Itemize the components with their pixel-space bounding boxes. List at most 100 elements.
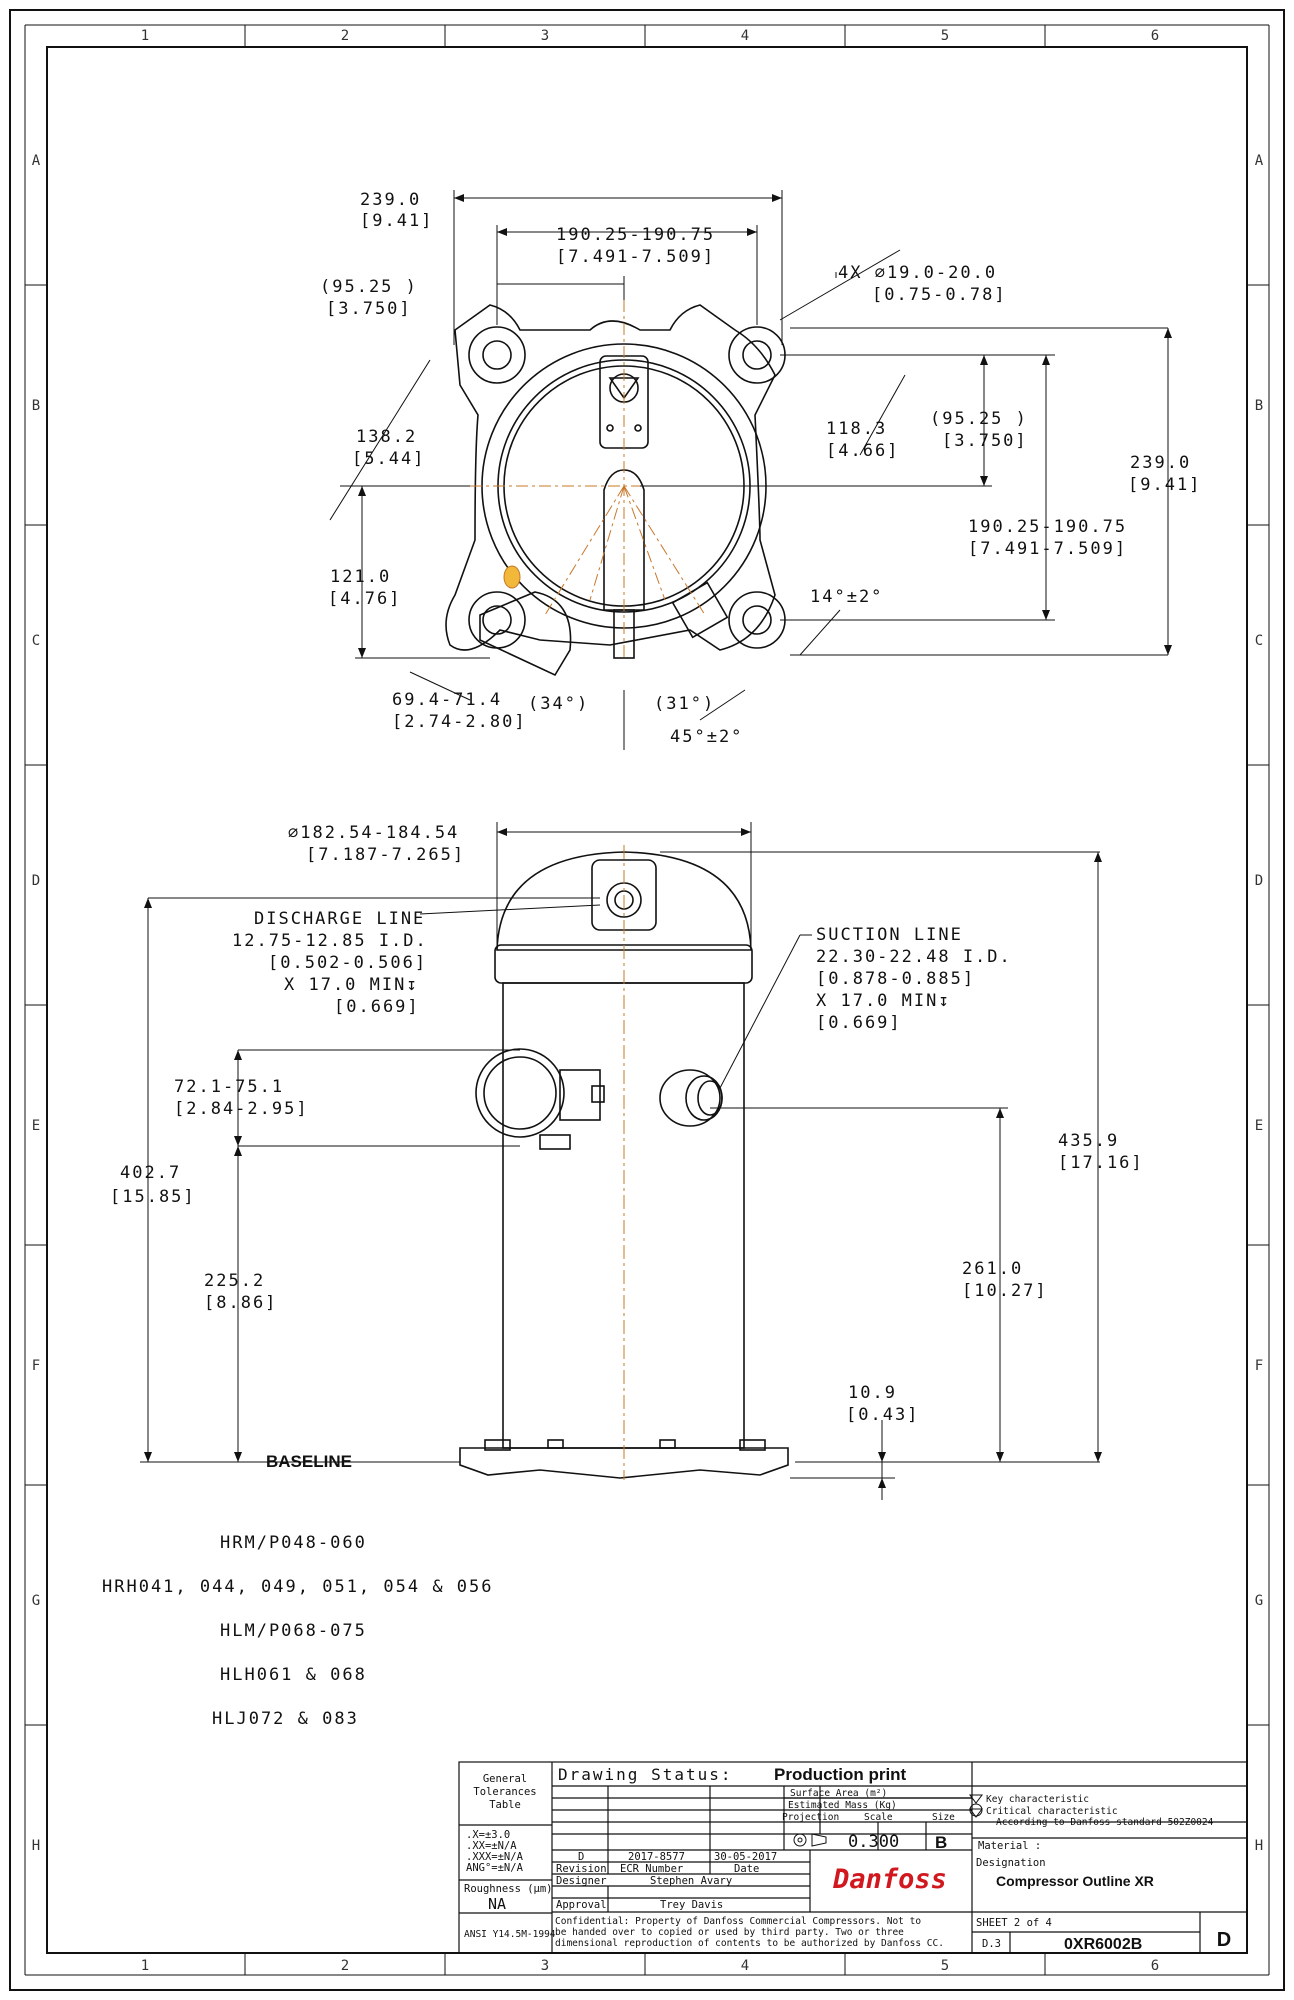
grommet-top-left-hole: [482, 340, 512, 370]
tol-row: .XXX=±N/A: [466, 1851, 524, 1863]
date-value: 30-05-2017: [714, 1851, 777, 1863]
dim-bolt-span-in: [7.491-7.509]: [556, 247, 715, 267]
top-view-labels: 239.0 [9.41] 190.25-190.75 [7.491-7.509]…: [320, 190, 1199, 747]
drawing-status: Production print: [774, 1765, 907, 1784]
drawing-status-label: Drawing Status:: [558, 1765, 733, 1784]
row-label: C: [32, 633, 40, 649]
grommet-bottom-right: [728, 591, 786, 649]
model-item: HLM/P068-075: [220, 1621, 367, 1641]
ecr-label: ECR Number: [620, 1863, 683, 1875]
discharge-title: DISCHARGE LINE: [254, 909, 425, 929]
dim-holes: 4X ∅19.0-20.0: [838, 263, 997, 283]
revision-letter: D: [1217, 1929, 1231, 1951]
col-label: 5: [941, 1958, 949, 1974]
col-label: 3: [541, 1958, 549, 1974]
scale-value: 0.300: [848, 1832, 899, 1852]
estimated-mass-label: Estimated Mass (Kg): [788, 1800, 897, 1811]
suction-size: 22.30-22.48 I.D.: [816, 947, 1012, 967]
surface-area-label: Surface Area (m²): [790, 1788, 887, 1799]
row-label: E: [32, 1118, 40, 1134]
dim-foot: 10.9: [848, 1383, 897, 1403]
dim-box-base-in: [8.86]: [204, 1293, 277, 1313]
suction-fitting-top: [671, 581, 729, 639]
revision-label: Revision: [556, 1863, 607, 1875]
dim-bottom: 69.4-71.4: [392, 690, 502, 710]
dim-offset-left: 121.0: [330, 567, 391, 587]
col-label: 4: [741, 28, 749, 44]
tol-row: ANG°=±N/A: [466, 1862, 524, 1874]
discharge-size-in: [0.502-0.506]: [268, 953, 427, 973]
projection-symbol-icon: [793, 1833, 827, 1847]
revision-value: D: [578, 1851, 584, 1863]
baseline-label: BASELINE: [266, 1452, 352, 1471]
dim-total-height-in: [17.16]: [1058, 1153, 1144, 1173]
dim-foot-in: [0.43]: [846, 1405, 919, 1425]
dim-radial-right-in: [4.66]: [826, 441, 899, 461]
dim-angle-45: 45°±2°: [670, 727, 743, 747]
row-label: A: [32, 153, 41, 169]
dim-suction-height: 261.0: [962, 1259, 1023, 1279]
designer-label: Designer: [556, 1875, 607, 1887]
dim-half-span-right-in: [3.750]: [942, 431, 1028, 451]
model-item: HRH041, 044, 049, 051, 054 & 056: [102, 1577, 494, 1597]
dim-radial-right: 118.3: [826, 419, 887, 439]
scale-label: Scale: [864, 1812, 893, 1823]
col-label: 1: [141, 1958, 149, 1974]
confidential-line: be handed over to copied or used by thir…: [555, 1927, 904, 1938]
dim-angle-14: 14°±2°: [810, 587, 883, 607]
designation-label: Designation: [976, 1857, 1046, 1869]
confidential-line: dimensional reproduction of contents to …: [555, 1938, 944, 1949]
material-label: Material :: [978, 1840, 1041, 1852]
confidential-line: Confidential: Property of Danfoss Commer…: [555, 1916, 921, 1927]
row-label: E: [1255, 1118, 1263, 1134]
dim-angle-34: (34°): [528, 694, 589, 714]
dim-radial-left: 138.2: [356, 427, 417, 447]
col-label: 6: [1151, 1958, 1159, 1974]
top-dimension-arrows: [358, 194, 1172, 658]
standard-label: ANSI Y14.5M-1994: [464, 1929, 556, 1940]
model-item: HLJ072 & 083: [212, 1709, 359, 1729]
danfoss-logo: Danfoss: [832, 1864, 947, 1895]
row-label: B: [1255, 398, 1263, 414]
col-label: 2: [341, 1958, 349, 1974]
col-label: 2: [341, 28, 349, 44]
dim-discharge-height-in: [15.85]: [110, 1187, 196, 1207]
sheet-label: SHEET 2 of 4: [976, 1917, 1052, 1929]
electrical-box: [475, 1048, 565, 1138]
approval-label: Approval: [556, 1899, 607, 1911]
row-label: B: [32, 398, 40, 414]
base-feet: [459, 1447, 789, 1479]
col-label: 3: [541, 28, 549, 44]
row-label: G: [1255, 1593, 1263, 1609]
drawing-number: 0XR6002B: [1064, 1936, 1142, 1953]
dim-total-height: 435.9: [1058, 1131, 1119, 1151]
dim-box-height-in: [2.84-2.95]: [174, 1099, 309, 1119]
outer-border: [9, 9, 1285, 1991]
tol-title: General: [483, 1773, 527, 1785]
dim-bottom-in: [2.74-2.80]: [392, 712, 527, 732]
row-label: G: [32, 1593, 40, 1609]
model-item: HRM/P048-060: [220, 1533, 367, 1553]
suction-depth-in: [0.669]: [816, 1013, 902, 1033]
ecr-value: 2017-8577: [628, 1851, 685, 1863]
suction-depth: X 17.0 MIN↧: [816, 991, 951, 1011]
base-plate: [445, 304, 776, 651]
dim-overall-width: 239.0: [360, 190, 421, 210]
doc-ref: D.3: [982, 1938, 1001, 1950]
highlight-marker: [503, 565, 521, 589]
row-label: F: [1255, 1358, 1263, 1374]
side-view-labels: ∅182.54-184.54 [7.187-7.265] DISCHARGE L…: [110, 823, 1144, 1471]
title-block-text: General Tolerances Table .X=±3.0 .XX=±N/…: [464, 1765, 1231, 1953]
dim-bolt-span: 190.25-190.75: [556, 225, 715, 245]
designation-value: Compressor Outline XR: [996, 1873, 1154, 1889]
row-label: D: [1255, 873, 1263, 889]
col-label: 6: [1151, 28, 1159, 44]
dim-overall-height: 239.0: [1130, 453, 1191, 473]
date-label: Date: [734, 1863, 759, 1875]
size-value: B: [935, 1833, 947, 1852]
tol-title: Table: [489, 1799, 521, 1811]
dim-diameter: ∅182.54-184.54: [288, 823, 459, 843]
grommet-top-left: [468, 326, 526, 384]
suction-size-in: [0.878-0.885]: [816, 969, 975, 989]
